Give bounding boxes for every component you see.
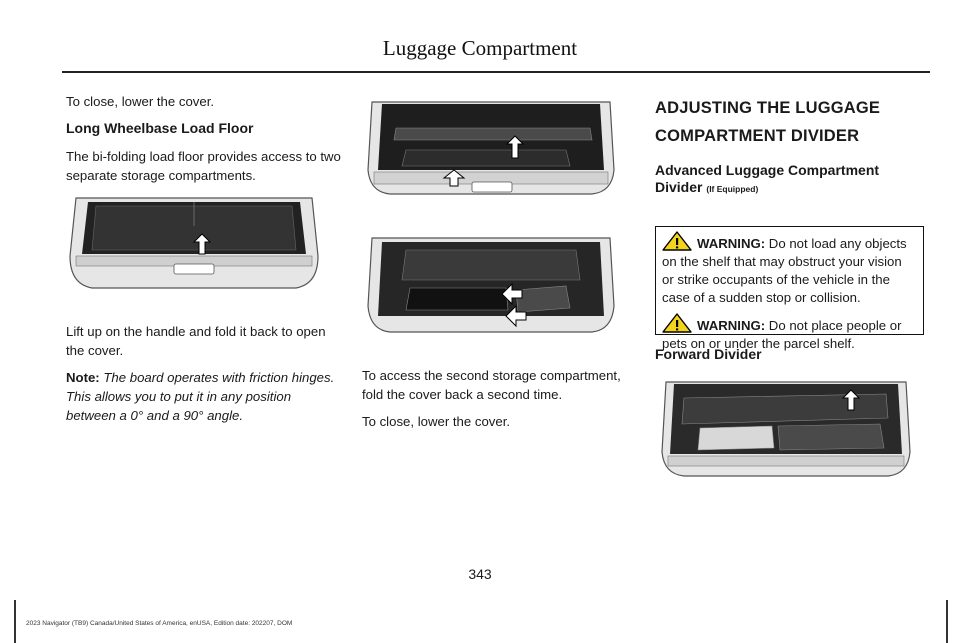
figure-load-floor-first-fold: [366, 100, 616, 200]
subsection-heading-text: Advanced Luggage Compartment Divider: [655, 162, 880, 195]
note-label: Note:: [66, 370, 100, 385]
crop-mark-left: [14, 600, 16, 643]
paragraph-close-cover: To close, lower the cover.: [66, 94, 215, 109]
warning-triangle-icon: [662, 313, 692, 333]
edition-footer: 2023 Navigator (TB9) Canada/United State…: [26, 620, 293, 627]
section-heading-load-floor: Long Wheelbase Load Floor: [66, 120, 254, 136]
figure-forward-divider: [660, 380, 912, 480]
section-heading-line2: COMPARTMENT DIVIDER: [655, 127, 860, 145]
warning-shelf-objects: WARNING: Do not load any objects on the …: [662, 231, 917, 307]
warning-box: WARNING: Do not load any objects on the …: [655, 226, 924, 351]
warning-text: Do not load any objects on the shelf tha…: [662, 236, 907, 305]
crop-mark-right: [946, 600, 948, 643]
section-heading-line1: ADJUSTING THE LUGGAGE: [655, 99, 881, 117]
paragraph-close-cover-2: To close, lower the cover.: [362, 414, 511, 429]
column-left-lower: Lift up on the handle and fold it back t…: [66, 322, 342, 433]
forward-divider-label: Forward Divider: [655, 346, 762, 362]
header-rule: [62, 71, 930, 73]
warning-text: Do not place people or pets on or under …: [662, 318, 902, 351]
note-text: The board operates with friction hinges.…: [66, 370, 335, 423]
warning-label: WARNING:: [697, 236, 766, 251]
column-right: ADJUSTING THE LUGGAGE COMPARTMENT DIVIDE…: [655, 92, 930, 198]
paragraph-load-floor: The bi-folding load floor provides acces…: [66, 149, 341, 183]
warning-label: WARNING:: [697, 318, 766, 333]
paragraph-lift-handle: Lift up on the handle and fold it back t…: [66, 324, 326, 358]
warning-triangle-icon: [662, 231, 692, 251]
subsection-heading-divider: Advanced Luggage Compartment Divider (If…: [655, 162, 930, 198]
if-equipped-label: (If Equipped): [706, 184, 759, 194]
column-middle: To access the second storage compartment…: [362, 366, 634, 439]
page-header-title: Luggage Compartment: [382, 36, 578, 60]
figure-load-floor-closed: [66, 196, 322, 296]
paragraph-second-compartment: To access the second storage compartment…: [362, 368, 621, 402]
page-number: 343: [468, 566, 492, 582]
figure-load-floor-second-fold: [366, 236, 616, 336]
note-friction-hinges: Note: The board operates with friction h…: [66, 368, 342, 425]
warning-people-pets: WARNING: Do not place people or pets on …: [662, 313, 917, 353]
column-left: To close, lower the cover. Long Wheelbas…: [66, 92, 342, 193]
